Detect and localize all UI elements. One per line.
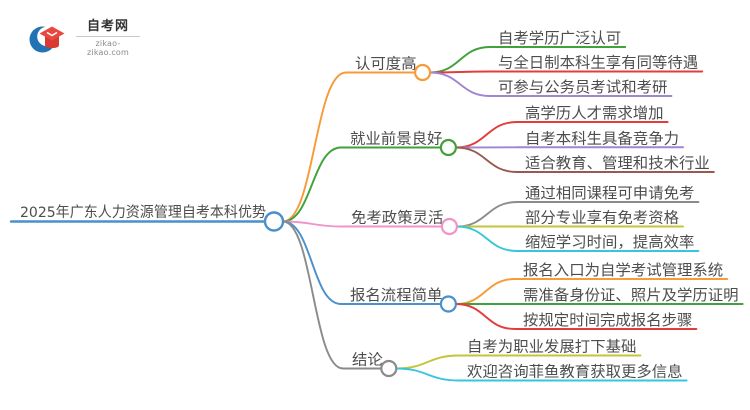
leaf-2-2-label: 自考本科生具备竞争力 (525, 129, 679, 147)
leaf-4-1-label: 报名入口为自学考试管理系统 (523, 261, 723, 279)
leaf-1-1-label: 自考学历广泛认可 (498, 29, 621, 47)
leaf-2-3-link (454, 146, 518, 173)
branch-4-circle[interactable] (439, 295, 457, 313)
leaf-1-2-link (429, 70, 491, 74)
leaf-5-2-link (395, 367, 460, 382)
leaf-1-1-link (429, 46, 491, 74)
mindmap-root-circle[interactable] (263, 211, 285, 232)
leaf-3-3-link (455, 225, 518, 252)
leaf-4-3-label: 按规定时间完成报名步骤 (523, 311, 692, 329)
branch-5-circle[interactable] (380, 359, 398, 378)
branch-5-link (282, 220, 344, 370)
leaf-4-3-link (454, 303, 516, 330)
leaf-5-2-label: 欢迎咨询菲鱼教育获取更多信息 (467, 363, 683, 381)
leaf-1-3-label: 可参与公务员考试和考研 (498, 78, 667, 96)
leaf-3-1-link (455, 201, 518, 228)
logo-domain: zikao-zikao.com (87, 39, 129, 57)
branch-2-circle[interactable] (439, 138, 457, 157)
branch-4-link (282, 220, 342, 305)
leaf-4-1-link (454, 278, 516, 305)
leaf-4-2-label: 需准备身份证、照片及学历证明 (523, 286, 739, 304)
leaf-2-1-label: 高学历人才需求增加 (525, 104, 664, 122)
branch-4-label: 报名流程简单 (350, 286, 442, 304)
branch-1-circle[interactable] (414, 63, 432, 82)
leaf-2-3-label: 适合教育、管理和技术行业 (525, 154, 710, 172)
logo-title: 自考网 (86, 19, 129, 34)
leaf-2-1-link (454, 121, 518, 149)
branch-1-link (282, 71, 347, 223)
leaf-3-2-label: 部分专业享有免考资格 (525, 209, 679, 227)
graduation-cap-icon (29, 26, 65, 53)
site-logo: 自考网 zikao-zikao.com (28, 19, 140, 57)
leaf-3-1-label: 通过相同课程可申请免考 (525, 184, 694, 202)
branch-5-label: 结论 (352, 351, 383, 369)
leaf-5-1-link (395, 354, 460, 370)
branch-3-link (282, 220, 343, 228)
branch-1-label: 认可度高 (355, 55, 417, 73)
leaf-5-1-label: 自考为职业发展打下基础 (467, 338, 636, 356)
leaf-1-2-label: 与全日制本科生享有同等待遇 (498, 54, 698, 72)
leaf-3-3-label: 缩短学习时间，提高效率 (525, 233, 694, 251)
branch-3-label: 免考政策灵活 (351, 209, 443, 227)
leaf-1-3-link (429, 71, 491, 97)
branch-3-circle[interactable] (440, 217, 458, 236)
mindmap-root-label: 2025年广东人力资源管理自考本科优势 (20, 204, 266, 221)
branch-2-label: 就业前景良好 (350, 130, 442, 148)
branch-2-link (282, 146, 342, 223)
logo-divider (76, 36, 140, 37)
